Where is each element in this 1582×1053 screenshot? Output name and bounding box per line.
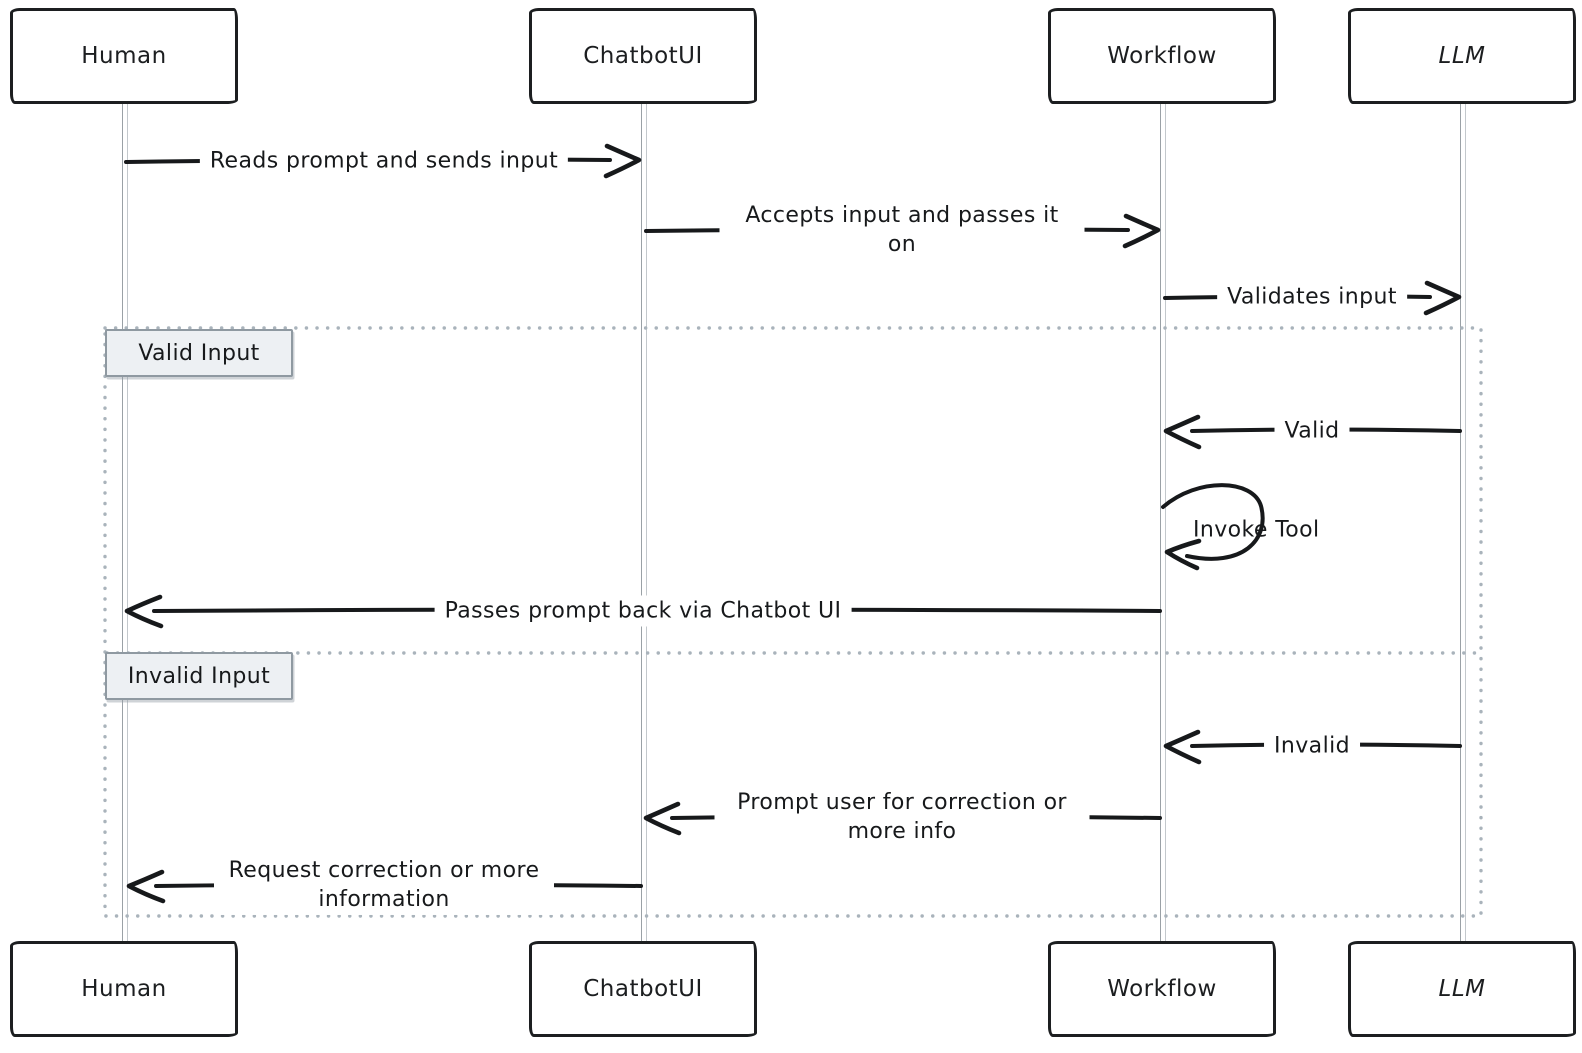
message-label-self-loop: Invoke Tool — [1193, 517, 1320, 543]
message-label: Passes prompt back via Chatbot UI — [434, 595, 852, 627]
lifeline-workflow — [1160, 103, 1166, 943]
participant-label: Workflow — [1107, 43, 1217, 69]
participant-human-top: Human — [10, 8, 238, 104]
participant-label: LLM — [1438, 976, 1486, 1002]
message-label: Validates input — [1217, 281, 1407, 313]
participant-label: Workflow — [1107, 976, 1217, 1002]
participant-workflow-top: Workflow — [1048, 8, 1276, 104]
participant-llm-bottom: LLM — [1348, 941, 1576, 1037]
alt-section-label-invalid-input: Invalid Input — [105, 652, 293, 700]
lifeline-llm — [1460, 103, 1466, 943]
lifeline-human — [122, 103, 128, 943]
participant-label: Human — [81, 43, 167, 69]
participant-chatbotui-bottom: ChatbotUI — [529, 941, 757, 1037]
participant-label: LLM — [1438, 43, 1486, 69]
alt-section-label-valid-input: Valid Input — [105, 329, 293, 377]
message-label: Accepts input and passes it on — [719, 199, 1085, 261]
participant-label: ChatbotUI — [583, 976, 703, 1002]
message-label: Prompt user for correction or more info — [714, 786, 1090, 848]
participant-chatbotui-top: ChatbotUI — [529, 8, 757, 104]
participant-human-bottom: Human — [10, 941, 238, 1037]
participant-workflow-bottom: Workflow — [1048, 941, 1276, 1037]
participant-label: Human — [81, 976, 167, 1002]
message-label: Valid — [1274, 415, 1350, 447]
message-label: Reads prompt and sends input — [199, 145, 569, 177]
message-label: Request correction or more information — [214, 854, 554, 916]
lifeline-chatbotui — [641, 103, 647, 943]
participant-llm-top: LLM — [1348, 8, 1576, 104]
message-label: Invalid — [1264, 730, 1360, 762]
participant-label: ChatbotUI — [583, 43, 703, 69]
